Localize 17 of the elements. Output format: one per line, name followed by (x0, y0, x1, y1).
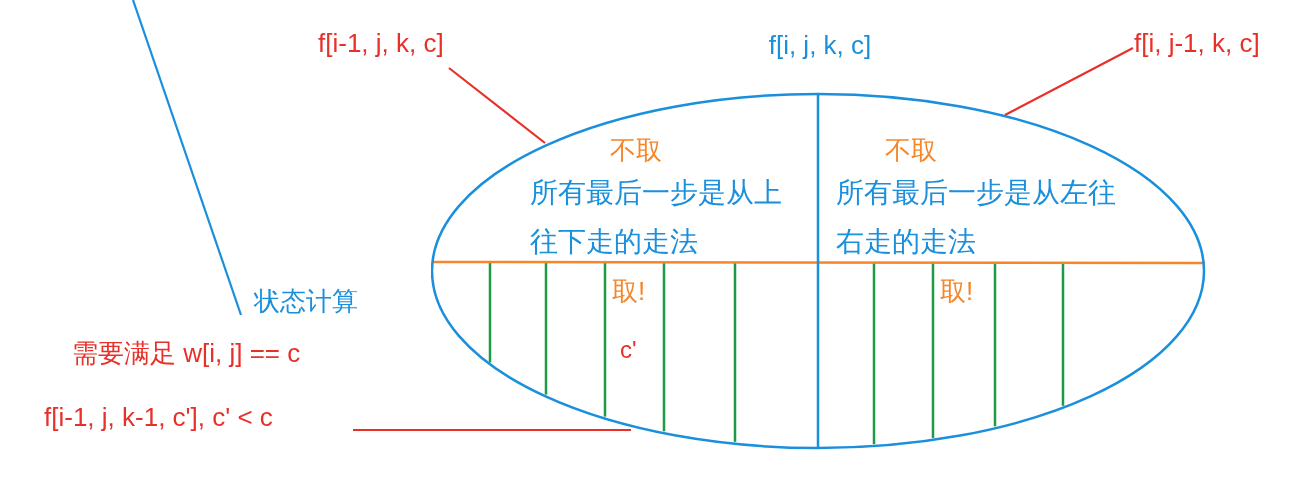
description-text: 所有最后一步是从左往右走的走法 (836, 176, 1117, 259)
formula-label: f[i-1, j, k-1, c'], c' < c (44, 402, 274, 434)
leader-line (353, 428, 631, 432)
case-label: 取! (612, 276, 647, 308)
leader-line (1004, 47, 1134, 116)
case-label: 不取 (885, 135, 938, 167)
leader-line (448, 67, 546, 144)
state-formula: f[i, j, k, c] (767, 30, 873, 62)
condition-text: 需要满足 w[i, j] == c (72, 338, 301, 370)
formula-label: f[i, j-1, k, c] (1134, 28, 1261, 60)
description-text: 所有最后一步是从上往下走的走法 (530, 176, 783, 259)
formula-label: 状态计算 (254, 286, 359, 318)
formula-label: f[i-1, j, k, c] (318, 28, 445, 60)
case-label: 不取 (610, 135, 663, 167)
case-label: 取! (940, 276, 975, 308)
description-text: c' (620, 336, 638, 365)
leader-line (131, 0, 243, 316)
